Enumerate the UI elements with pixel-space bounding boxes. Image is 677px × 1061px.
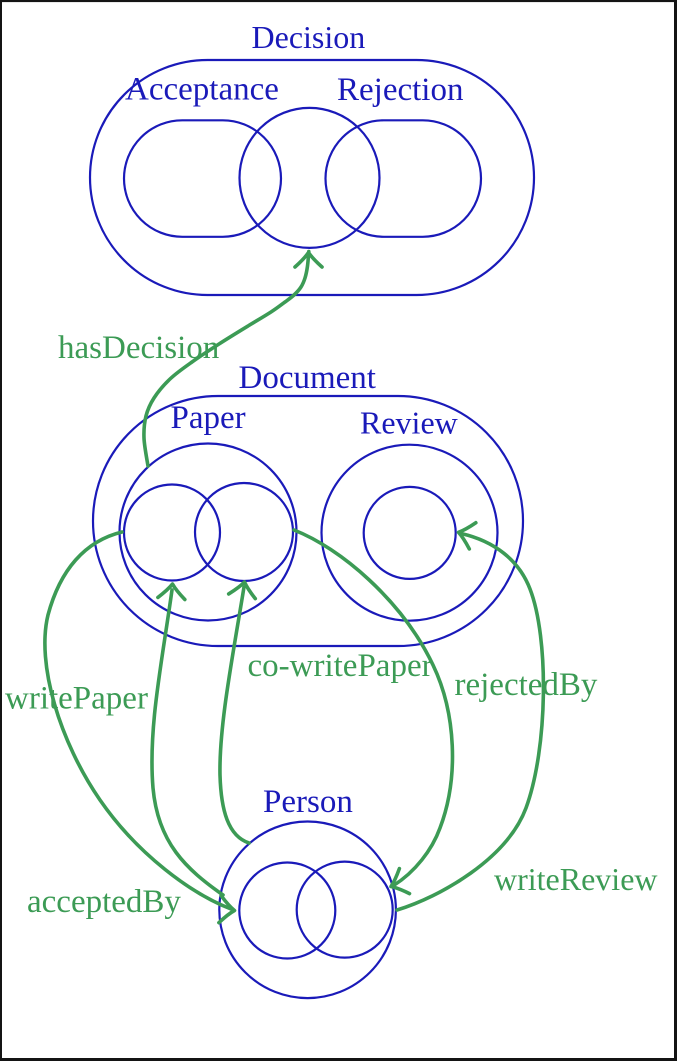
svg-text:hasDecision: hasDecision	[58, 330, 219, 366]
svg-text:Document: Document	[239, 360, 376, 396]
svg-text:writeReview: writeReview	[494, 861, 658, 897]
svg-text:Review: Review	[360, 405, 458, 441]
svg-text:acceptedBy: acceptedBy	[27, 884, 181, 920]
svg-text:rejectedBy: rejectedBy	[455, 667, 598, 703]
svg-text:Rejection: Rejection	[337, 72, 463, 108]
svg-text:Acceptance: Acceptance	[125, 72, 279, 108]
svg-text:Decision: Decision	[252, 19, 366, 55]
svg-text:Paper: Paper	[171, 400, 246, 436]
svg-text:co-writePaper: co-writePaper	[248, 648, 433, 684]
svg-text:writePaper: writePaper	[5, 681, 148, 717]
svg-text:Person: Person	[263, 784, 353, 820]
